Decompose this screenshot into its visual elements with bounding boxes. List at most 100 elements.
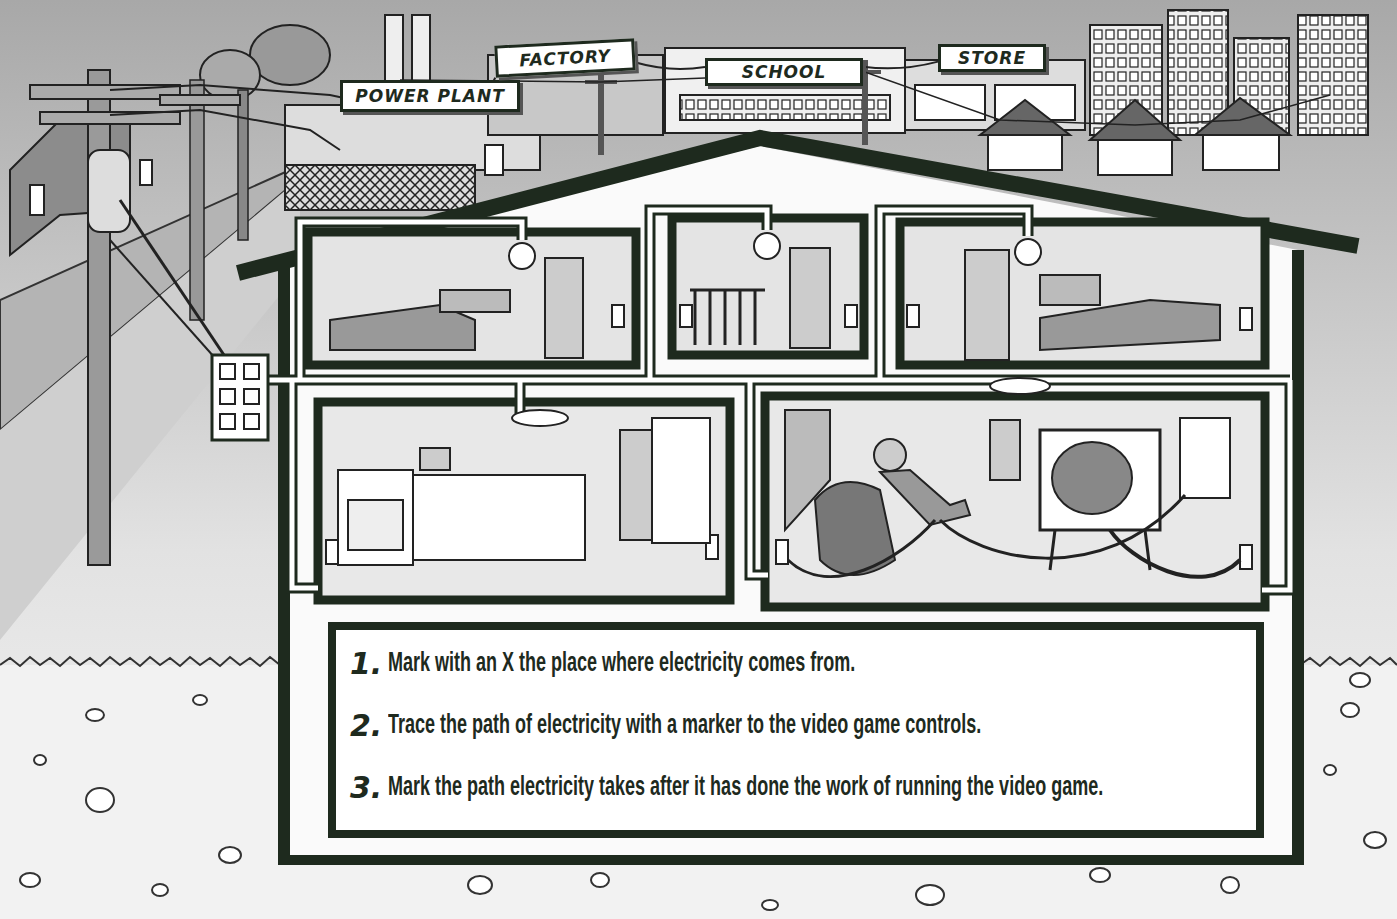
pebble <box>34 755 46 765</box>
fuse <box>244 389 259 404</box>
pebble <box>86 709 104 721</box>
bed <box>1040 300 1220 350</box>
tv-screen <box>1052 442 1132 514</box>
light-bulb <box>509 243 535 269</box>
utility-pole <box>190 80 204 320</box>
outlet <box>776 540 788 564</box>
pebble <box>1364 832 1386 848</box>
road <box>0 178 300 640</box>
pebble <box>762 900 778 910</box>
stove <box>338 470 413 565</box>
grass <box>1300 657 1397 666</box>
door <box>965 250 1009 360</box>
crossbar <box>160 95 240 105</box>
ceiling-light <box>990 378 1050 394</box>
sign-label: SCHOOL <box>742 62 827 82</box>
outlet <box>680 305 692 327</box>
fuse-box <box>212 355 268 440</box>
television <box>1040 430 1160 530</box>
window <box>30 185 44 215</box>
sign-label: POWER PLANT <box>355 86 505 106</box>
grass <box>0 657 280 666</box>
light-bulb <box>1015 239 1041 265</box>
sign: POWER PLANT <box>340 80 520 112</box>
pebble <box>152 884 168 896</box>
fence <box>285 165 475 210</box>
house-roof <box>1195 98 1290 135</box>
service-drop <box>120 200 226 358</box>
school-building <box>665 48 905 133</box>
pebble <box>591 873 609 887</box>
service-drop <box>110 240 215 358</box>
power-line <box>863 62 938 69</box>
door <box>545 258 583 358</box>
door <box>620 430 652 540</box>
instruction-text: Mark with an X the place where electrici… <box>388 647 1248 679</box>
pebble <box>916 885 944 905</box>
sign-label: FACTORY <box>519 46 611 71</box>
stair-railing <box>690 290 765 345</box>
step-number: 1. <box>350 646 382 681</box>
tree <box>250 25 330 85</box>
kid-head <box>874 439 906 471</box>
small-house <box>1203 135 1279 170</box>
pebble <box>1221 877 1239 893</box>
kitchen <box>318 402 730 600</box>
house-roof <box>1090 100 1180 140</box>
wire <box>268 210 1290 590</box>
door <box>790 248 830 348</box>
outlet <box>1240 308 1252 330</box>
video-game-console <box>1180 418 1230 498</box>
fuse <box>244 414 259 429</box>
outlet <box>326 540 338 564</box>
bedroom <box>308 232 636 365</box>
dresser <box>1040 275 1100 305</box>
school-windows <box>680 95 890 120</box>
step-number: 3. <box>350 770 382 805</box>
pebble <box>468 876 492 894</box>
instruction-text: Mark the path electricity takes after it… <box>388 771 1248 803</box>
fuse <box>220 414 235 429</box>
controller-cord <box>788 520 935 577</box>
pebble <box>86 788 114 812</box>
pebble <box>20 873 40 887</box>
outlet <box>907 305 919 327</box>
controller-cord <box>940 495 1185 558</box>
ceiling-light <box>512 410 568 426</box>
foundation <box>278 855 1304 865</box>
outlet <box>1240 545 1252 569</box>
kid-body <box>880 470 970 525</box>
fuse <box>220 389 235 404</box>
oven-door <box>348 500 403 550</box>
sign: STORE <box>938 44 1046 72</box>
utility-pole <box>238 90 248 240</box>
pebble <box>1341 703 1359 717</box>
sign: SCHOOL <box>705 58 863 86</box>
street-house <box>10 115 130 255</box>
pebble <box>193 695 207 705</box>
pebble <box>1324 765 1336 775</box>
door <box>485 145 503 175</box>
small-house <box>988 135 1062 170</box>
tree <box>200 50 260 100</box>
window <box>140 160 152 185</box>
wire <box>268 210 1290 590</box>
living-room <box>765 396 1265 607</box>
outlet <box>845 305 857 327</box>
tall-building <box>1298 15 1368 135</box>
power-line <box>400 72 1330 125</box>
toaster <box>420 448 450 470</box>
crossbar <box>40 112 180 124</box>
power-line <box>110 110 340 150</box>
fuse <box>220 364 235 379</box>
pebble <box>1090 868 1110 882</box>
door <box>990 420 1020 480</box>
transformer <box>88 150 130 232</box>
instruction-panel: 1.Mark with an X the place where electri… <box>328 622 1264 838</box>
refrigerator <box>652 418 710 543</box>
light-bulb <box>754 233 780 259</box>
fuse <box>244 364 259 379</box>
hallway <box>672 218 864 355</box>
